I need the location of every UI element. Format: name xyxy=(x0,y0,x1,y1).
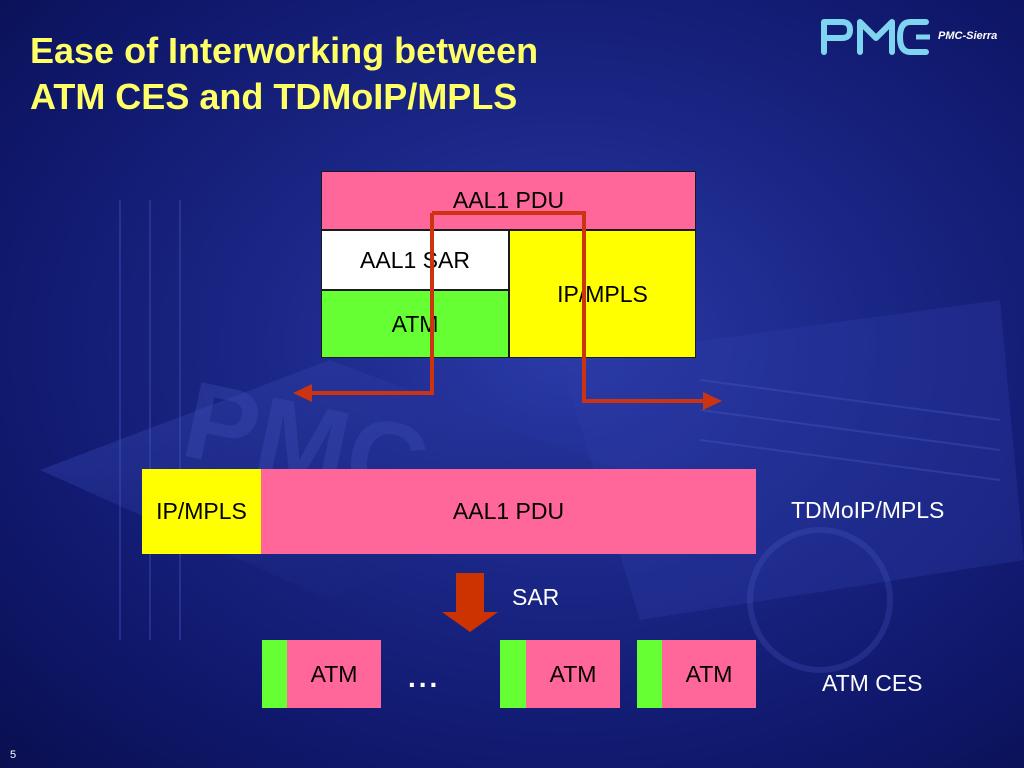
aal1-pdu-payload-label: AAL1 PDU xyxy=(452,498,565,524)
atm-cell-1-label: ATM xyxy=(310,660,358,687)
sar-label: SAR xyxy=(512,584,560,610)
aal1-pdu-payload-box: AAL1 PDU xyxy=(261,469,756,554)
ipmpls-header-box: IP/MPLS xyxy=(142,469,261,554)
atm-cell-2-body: ATM xyxy=(526,640,620,708)
company-logo: PMC-Sierra xyxy=(818,14,1013,58)
left-arrowhead-icon xyxy=(293,384,312,402)
right-arrowhead-icon xyxy=(703,392,722,410)
title-line-1: Ease of Interworking between xyxy=(30,30,539,71)
ipmpls-path-line xyxy=(432,211,708,403)
ipmpls-header-label: IP/MPLS xyxy=(156,498,247,524)
atm-cell-1-header xyxy=(262,640,287,708)
ipmpls-box-top: IP/MPLS xyxy=(509,230,696,358)
atm-cell-2-label: ATM xyxy=(549,660,597,687)
title-line-2: ATM CES and TDMoIP/MPLS xyxy=(30,76,518,117)
ipmpls-top-label: IP/MPLS xyxy=(557,280,648,307)
tdmoip-mpls-label: TDMoIP/MPLS xyxy=(791,497,945,523)
atm-cell-1-body: ATM xyxy=(287,640,381,708)
atm-cell-3-header xyxy=(637,640,662,708)
aal1-pdu-top-label: AAL1 PDU xyxy=(452,187,565,213)
aal1-sar-label: AAL1 SAR xyxy=(360,246,470,273)
atm-cell-2-header xyxy=(500,640,526,708)
atm-cell-3-label: ATM xyxy=(685,660,733,687)
atm-path-line xyxy=(305,213,434,395)
pmc-logo-mark xyxy=(821,19,930,55)
down-arrow-icon xyxy=(442,573,498,632)
atm-cell-3-body: ATM xyxy=(662,640,756,708)
slide-title: Ease of Interworking between ATM CES and… xyxy=(30,28,538,120)
aal1-sar-box: AAL1 SAR xyxy=(321,230,509,290)
aal1-pdu-top: AAL1 PDU xyxy=(321,171,696,230)
atm-ces-label: ATM CES xyxy=(822,670,923,696)
ellipsis: ... xyxy=(408,662,441,693)
atm-box-top: ATM xyxy=(321,290,509,358)
page-number: 5 xyxy=(10,749,17,761)
company-name: PMC-Sierra xyxy=(938,30,998,42)
